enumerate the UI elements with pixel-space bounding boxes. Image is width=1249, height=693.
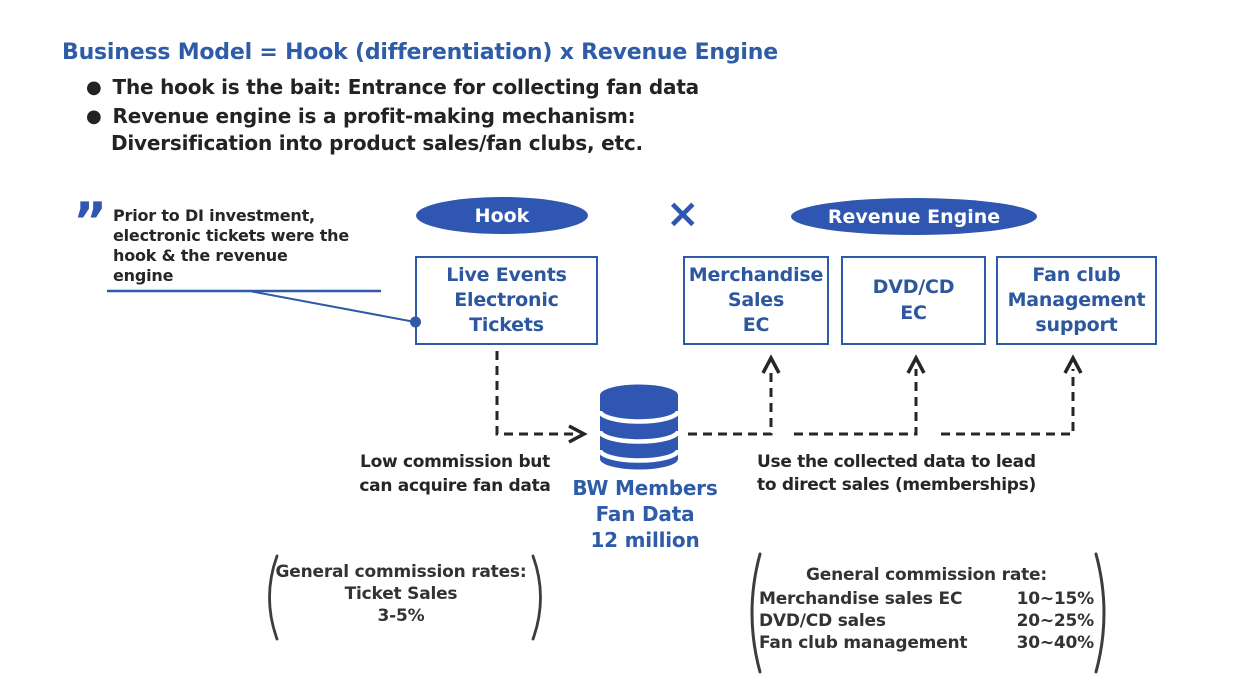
commission-row-label: Merchandise sales EC: [759, 589, 963, 609]
left-caption-line1: Low commission but: [360, 452, 550, 472]
merchandise-line3: EC: [742, 314, 770, 337]
bullet-1-text: The hook is the bait: Entrance for colle…: [112, 75, 700, 99]
left-flow-caption: Low commission but can acquire fan data: [338, 450, 572, 498]
merchandise-box: Merchandise Sales EC: [683, 256, 829, 345]
live-events-line1: Live Events: [446, 263, 567, 286]
quote-line-4: engine: [113, 266, 174, 285]
commission-row-label: Fan club management: [759, 633, 968, 653]
quote-line-3: hook & the revenue: [113, 246, 288, 265]
hook-label: Hook: [474, 204, 530, 227]
arrow-database-to-merchandise: [688, 354, 781, 436]
right-flow-caption: Use the collected data to lead to direct…: [757, 451, 1036, 497]
arrow-live-to-database: [495, 351, 588, 444]
hook-oval: Hook: [416, 197, 588, 234]
bullet-item-2: ● Revenue engine is a profit-making mech…: [86, 104, 636, 130]
right-caption-line2: to direct sales (memberships): [757, 475, 1036, 495]
quote-marks-icon: ”: [73, 192, 107, 252]
database-cylinder-icon: [599, 384, 679, 470]
live-events-line3: Tickets: [469, 314, 544, 337]
fan-club-line2: Management: [1007, 288, 1146, 311]
arrow-database-to-fanclub: [941, 354, 1083, 436]
merchandise-line2: Sales: [727, 288, 785, 311]
dvd-cd-box: DVD/CD EC: [841, 256, 986, 345]
right-caption-line1: Use the collected data to lead: [757, 452, 1036, 472]
left-caption-line2: can acquire fan data: [359, 476, 551, 496]
commission-row-value: 30∼40%: [1016, 633, 1095, 653]
bullet-dot: ●: [86, 77, 102, 98]
commission-row-value: 10∼15%: [1016, 589, 1095, 609]
db-caption-line3: 12 million: [590, 528, 700, 552]
merchandise-line1: Merchandise: [688, 263, 824, 286]
commission-row: DVD/CD sales 20∼25%: [759, 610, 1094, 632]
fan-club-line1: Fan club: [1032, 263, 1121, 286]
arrow-database-to-dvd: [794, 354, 926, 436]
quote-line-2: electronic tickets were the: [113, 226, 349, 245]
bullet-item-1: ● The hook is the bait: Entrance for col…: [86, 75, 699, 101]
quote-text: Prior to DI investment, electronic ticke…: [113, 206, 349, 286]
quote-line-1: Prior to DI investment,: [113, 206, 315, 225]
db-caption-line2: Fan Data: [595, 502, 695, 526]
commission-row-value: 20∼25%: [1016, 611, 1095, 631]
commission-right-heading: General commission rate:: [805, 565, 1047, 585]
database-caption: BW Members Fan Data 12 million: [556, 475, 734, 553]
live-events-box: Live Events Electronic Tickets: [415, 256, 598, 345]
bullet-2-text-line2: Diversification into product sales/fan c…: [111, 131, 643, 155]
revenue-engine-label: Revenue Engine: [827, 205, 1001, 228]
bullet-2-text-line1: Revenue engine is a profit-making mechan…: [112, 104, 636, 128]
commission-left-line2: Ticket Sales: [344, 584, 458, 604]
live-events-line2: Electronic: [454, 288, 559, 311]
revenue-engine-oval: Revenue Engine: [791, 198, 1037, 235]
fan-club-line3: support: [1035, 314, 1118, 337]
commission-row-label: DVD/CD sales: [759, 611, 886, 631]
bullet-dot: ●: [86, 106, 102, 127]
commission-left-line3: 3-5%: [377, 606, 425, 626]
commission-row: Fan club management 30∼40%: [759, 632, 1094, 654]
commission-row: Merchandise sales EC 10∼15%: [759, 588, 1094, 610]
commission-note-left: General commission rates: Ticket Sales 3…: [268, 561, 534, 627]
commission-note-right: General commission rate: Merchandise sal…: [759, 564, 1094, 654]
dvd-cd-line2: EC: [900, 301, 927, 324]
dvd-cd-line1: DVD/CD: [872, 276, 955, 299]
multiply-sign: ×: [666, 191, 700, 237]
commission-left-heading: General commission rates:: [275, 562, 527, 582]
db-caption-line1: BW Members: [572, 476, 718, 500]
quote-leader-line: [107, 289, 421, 328]
fan-club-box: Fan club Management support: [996, 256, 1157, 345]
page-title: Business Model = Hook (differentiation) …: [62, 40, 778, 65]
